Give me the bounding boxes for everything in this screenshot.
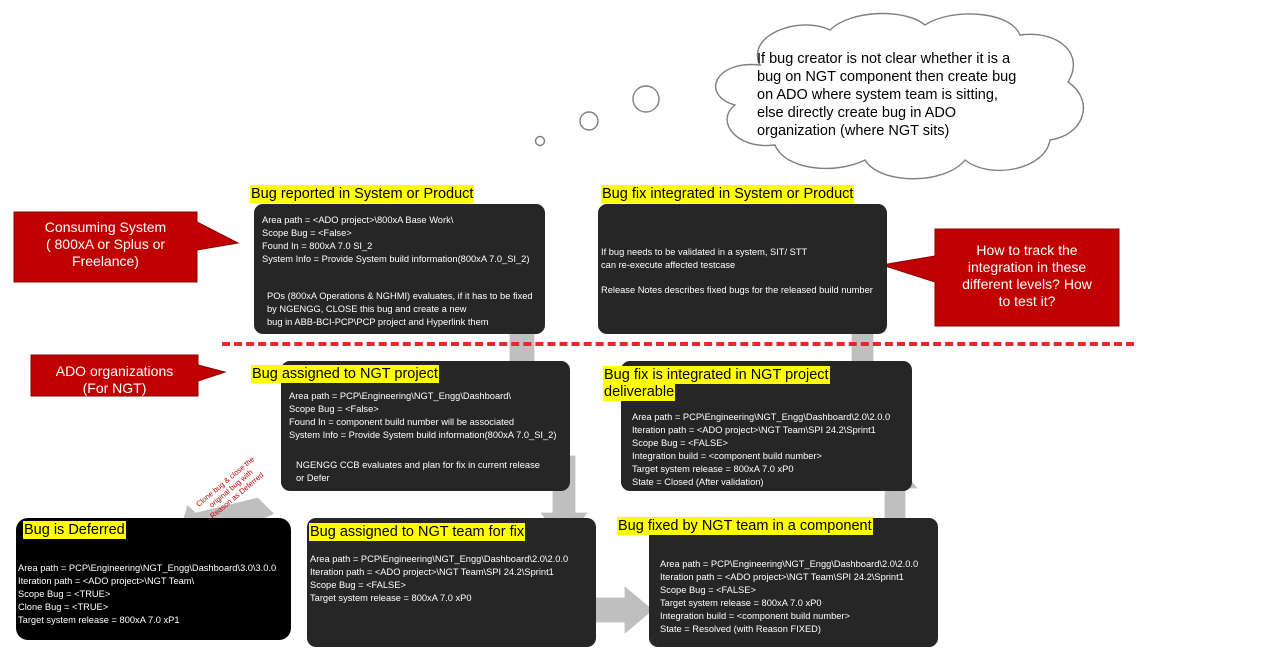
callout-line: Consuming System: [44, 219, 167, 235]
cloud-line: bug on NGT component then create bug: [757, 69, 1017, 85]
title-assigned-team: Bug assigned to NGT team for fix: [309, 523, 526, 541]
note-line: or Defer: [296, 473, 330, 483]
title-assigned-project: Bug assigned to NGT project: [251, 365, 439, 383]
callout-line: ADO organizations: [55, 363, 174, 379]
title-fix-integrated-project-line2: deliverable: [603, 383, 676, 401]
field-line: If bug needs to be validated in a system…: [601, 247, 808, 257]
field-line: Target system release = 800xA 7.0 xP0: [632, 464, 794, 474]
callout-line: integration in these: [967, 259, 1087, 275]
field-line: System Info = Provide System build infor…: [289, 430, 557, 440]
field-line: can re-execute affected testcase: [601, 260, 736, 270]
title-fix-integrated-system: Bug fix integrated in System or Product: [601, 185, 855, 203]
callout-track-shape: [881, 228, 1120, 327]
field-line: Iteration path = <ADO project>\NGT Team\: [18, 576, 195, 586]
callout-line: to test it?: [998, 293, 1056, 309]
field-line: Scope Bug = <False>: [262, 228, 352, 238]
title-bug-reported: Bug reported in System or Product: [250, 185, 475, 203]
callout-line: Freelance): [72, 253, 139, 269]
field-line: Clone Bug = <TRUE>: [18, 602, 109, 612]
title-fixed-component: Bug fixed by NGT team in a component: [617, 517, 873, 535]
field-line: Target system release = 800xA 7.0 xP1: [18, 615, 180, 625]
callout-consuming-system-shape: [13, 211, 240, 283]
thought-bubble-large: [632, 85, 660, 113]
box-fix-integrated-system: If bug needs to be validated in a system…: [598, 204, 887, 334]
note-line: bug in ABB-BCI-PCP\PCP project and Hyper…: [267, 317, 489, 327]
field-line: State = Closed (After validation): [632, 477, 764, 487]
callout-consuming-system: Consuming System ( 800xA or Splus or Fre…: [14, 219, 197, 270]
field-line: Iteration path = <ADO project>\NGT Team\…: [632, 425, 876, 435]
callout-ado-orgs-shape: [30, 354, 227, 397]
callout-line: (For NGT): [82, 380, 147, 396]
callout-ado-orgs: ADO organizations (For NGT): [31, 363, 198, 397]
field-line: Area path = PCP\Engineering\NGT_Engg\Das…: [310, 554, 569, 564]
field-line: Iteration path = <ADO project>\NGT Team\…: [310, 567, 554, 577]
field-line: Area path = PCP\Engineering\NGT_Engg\Das…: [660, 559, 919, 569]
callout-track: How to track the integration in these di…: [935, 242, 1119, 310]
field-line: Found In = 800xA 7.0 SI_2: [262, 241, 373, 251]
field-line: Iteration path = <ADO project>\NGT Team\…: [660, 572, 904, 582]
field-line: Release Notes describes fixed bugs for t…: [601, 285, 873, 295]
thought-bubble-medium: [579, 111, 599, 131]
field-line: Target system release = 800xA 7.0 xP0: [310, 593, 472, 603]
field-line: Scope Bug = <FALSE>: [632, 438, 728, 448]
cloud-text: If bug creator is not clear whether it i…: [757, 50, 1016, 140]
callout-line: ( 800xA or Splus or: [45, 236, 166, 252]
cloud-line: else directly create bug in ADO: [757, 105, 957, 121]
title-fix-integrated-project-line1: Bug fix is integrated in NGT project: [603, 366, 830, 384]
field-line: Area path = PCP\Engineering\NGT_Engg\Das…: [289, 391, 511, 401]
field-line: Scope Bug = <TRUE>: [18, 589, 111, 599]
thought-bubble-small: [534, 135, 546, 147]
field-line: Target system release = 800xA 7.0 xP0: [660, 598, 822, 608]
cloud-line: organization (where NGT sits): [757, 123, 950, 139]
field-line: Scope Bug = <False>: [289, 404, 379, 414]
field-line: Area path = PCP\Engineering\NGT_Engg\Das…: [632, 412, 891, 422]
callout-line: How to track the: [976, 242, 1078, 258]
cloud-line: on ADO where system team is sitting,: [757, 87, 998, 103]
note-line: POs (800xA Operations & NGHMI) evaluates…: [267, 291, 533, 301]
callout-line: different levels? How: [962, 276, 1092, 292]
field-line: Found In = component build number will b…: [289, 417, 515, 427]
field-line: State = Resolved (with Reason FIXED): [660, 624, 821, 634]
field-line: Integration build = <component build num…: [660, 611, 850, 621]
field-line: Area path = PCP\Engineering\NGT_Engg\Das…: [18, 563, 277, 573]
field-line: Scope Bug = <FALSE>: [660, 585, 756, 595]
thought-cloud: [714, 12, 1085, 180]
field-line: Integration build = <component build num…: [632, 451, 822, 461]
box-bug-reported: Area path = <ADO project>\800xA Base Wor…: [254, 204, 545, 334]
field-line: Area path = <ADO project>\800xA Base Wor…: [262, 215, 454, 225]
box-fixed-component: Area path = PCP\Engineering\NGT_Engg\Das…: [649, 518, 938, 647]
field-line: System Info = Provide System build infor…: [262, 254, 530, 264]
system-ado-separator: [222, 342, 1134, 346]
title-deferred: Bug is Deferred: [23, 521, 126, 539]
note-line: by NGENGG, CLOSE this bug and create a n…: [267, 304, 467, 314]
note-line: NGENGG CCB evaluates and plan for fix in…: [296, 460, 540, 470]
cloud-line: If bug creator is not clear whether it i…: [757, 51, 1011, 67]
field-line: Scope Bug = <FALSE>: [310, 580, 406, 590]
